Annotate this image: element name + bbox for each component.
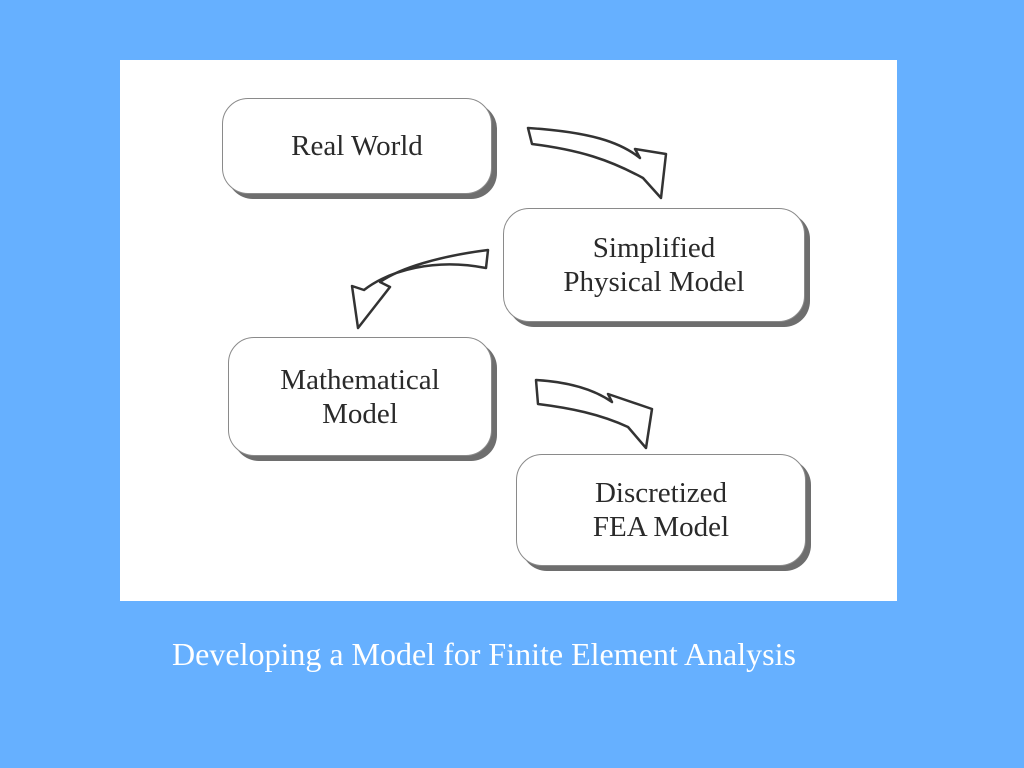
node-discretized-fea-model-label: Discretized FEA Model [592,477,730,543]
arrow-simplified-to-math [350,248,490,330]
node-mathematical-model-label: Mathematical Model [280,363,440,430]
node-mathematical-model: Mathematical Model [228,337,492,456]
node-simplified-physical-model: Simplified Physical Model [503,208,805,322]
node-real-world: Real World [222,98,492,194]
flow-arrows [350,126,668,450]
node-simplified-physical-model-label: Simplified Physical Model [563,232,745,298]
arrow-math-to-fea [534,378,654,450]
arrow-real-to-simplified [526,126,668,200]
node-real-world-label: Real World [291,130,423,162]
slide-caption: Developing a Model for Finite Element An… [172,636,796,672]
node-discretized-fea-model: Discretized FEA Model [516,454,806,566]
diagram-panel: Real World Simplified Physical Model Mat… [120,60,897,601]
